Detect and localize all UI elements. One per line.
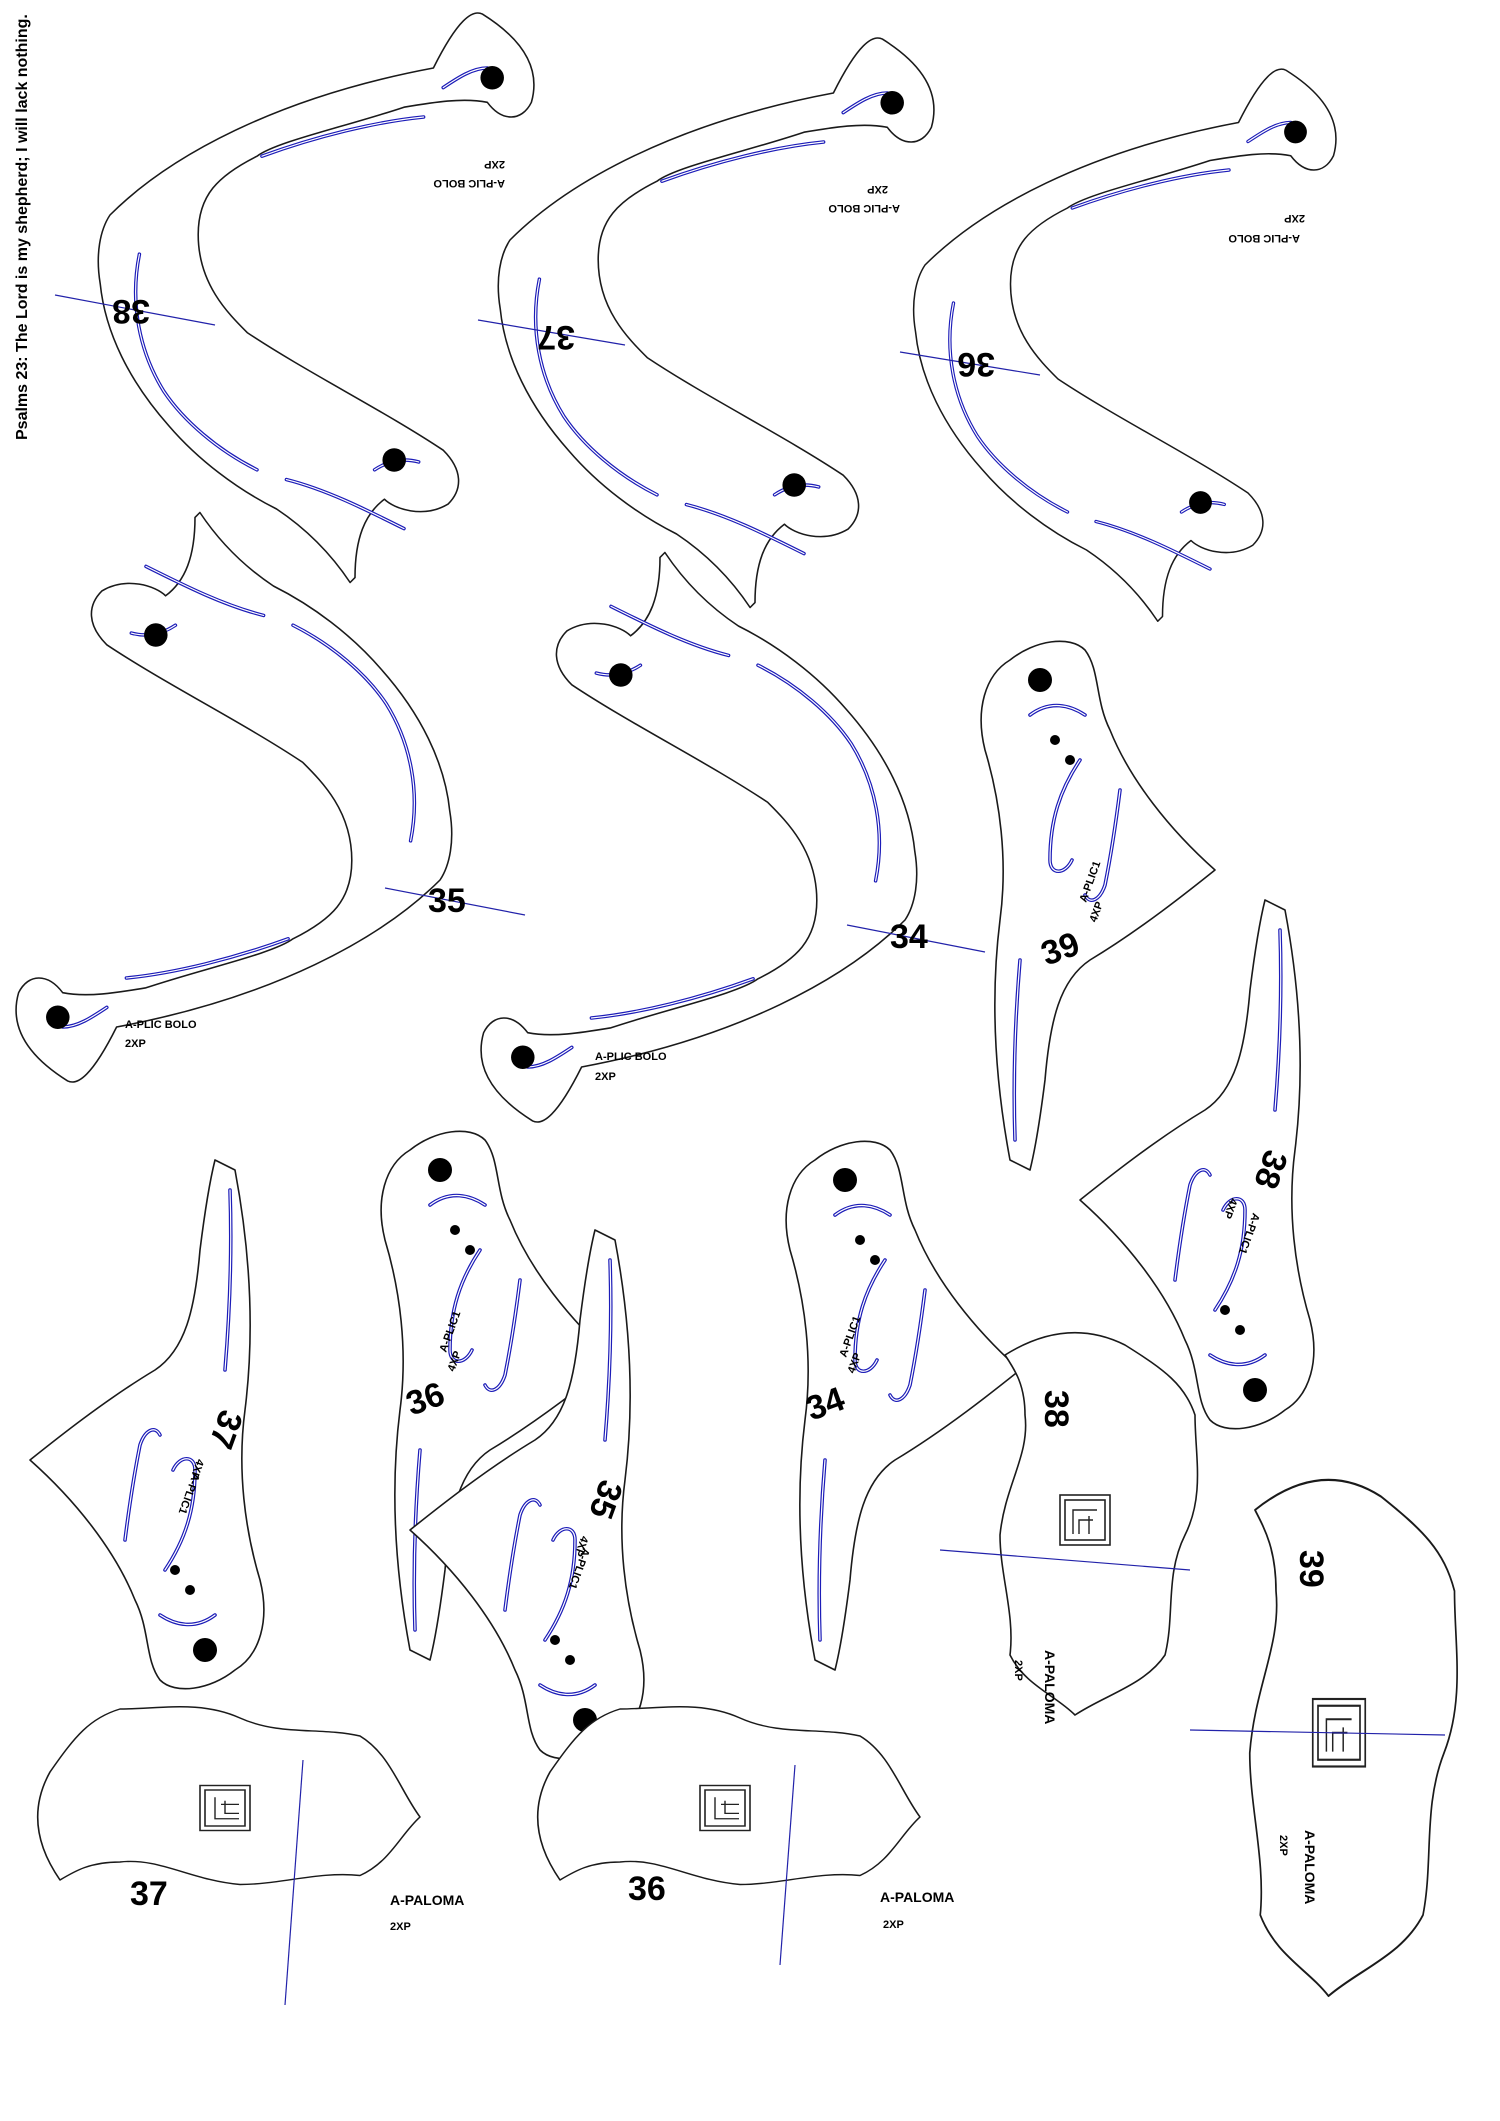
bolo-qty-38: 2XP: [484, 158, 505, 170]
paloma-qty-39: 2XP: [1277, 1835, 1289, 1856]
bolo-label-37: A-PLIC BOLO: [828, 202, 900, 214]
bolo-qty-37: 2XP: [867, 183, 888, 195]
paloma-qty-38: 2XP: [1012, 1660, 1024, 1681]
bolo-number-36: 36: [957, 345, 995, 383]
paloma-piece-37: [36, 1705, 421, 1886]
grain-line: [779, 1764, 796, 1966]
paloma-label-38: A-PALOMA: [1042, 1650, 1058, 1724]
paloma-piece-39: [1248, 1478, 1459, 1998]
grain-line: [284, 1759, 304, 2006]
grain-line: [846, 924, 986, 953]
bolo-qty-35: 2XP: [125, 1038, 146, 1050]
bolo-label-36: A-PLIC BOLO: [1228, 232, 1300, 244]
bolo-qty-34: 2XP: [595, 1071, 616, 1083]
grain-line: [899, 351, 1041, 376]
grain-line: [384, 887, 526, 916]
bolo-number-34: 34: [890, 918, 928, 956]
paloma-qty-37: 2XP: [390, 1921, 411, 1933]
bolo-piece-35: [14, 510, 454, 1084]
paloma-label-37: A-PALOMA: [390, 1892, 464, 1908]
bolo-piece-38: [96, 11, 536, 585]
grain-line: [477, 319, 626, 346]
paloma-number-37: 37: [130, 1875, 168, 1913]
paloma-qty-36: 2XP: [883, 1919, 904, 1931]
paloma-label-36: A-PALOMA: [880, 1889, 954, 1905]
paloma-number-36: 36: [628, 1870, 666, 1908]
paloma-number-39: 39: [1292, 1550, 1330, 1588]
bolo-qty-36: 2XP: [1284, 212, 1305, 224]
bolo-label-35: A-PLIC BOLO: [125, 1019, 197, 1031]
paloma-piece-38: [999, 1331, 1199, 1716]
grain-line: [939, 1549, 1191, 1571]
bolo-number-37: 37: [537, 318, 575, 356]
bolo-label-34: A-PLIC BOLO: [595, 1051, 667, 1063]
bolo-number-38: 38: [112, 292, 150, 330]
bolo-number-35: 35: [428, 882, 466, 920]
grain-line: [1189, 1729, 1446, 1736]
paloma-number-38: 38: [1037, 1390, 1075, 1428]
bolo-piece-34: [479, 550, 919, 1124]
paloma-piece-36: [536, 1705, 921, 1886]
paloma-label-39: A-PALOMA: [1302, 1830, 1318, 1904]
bolo-label-38: A-PLIC BOLO: [433, 177, 505, 189]
grain-line: [54, 294, 216, 326]
